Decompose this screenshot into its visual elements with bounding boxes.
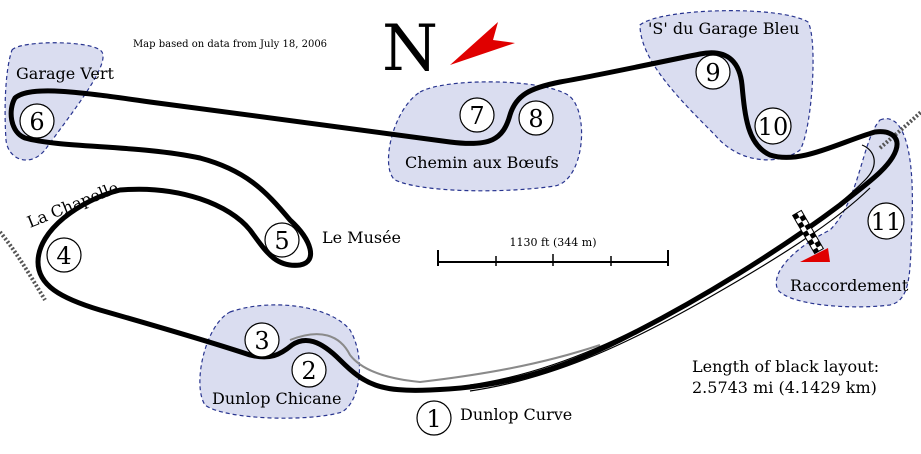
pit-lane-inner xyxy=(469,187,871,392)
corner-1: 1 xyxy=(416,400,452,436)
corner-5-number: 5 xyxy=(274,227,289,255)
outer-track-right xyxy=(878,110,921,150)
scale-label: 1130 ft (344 m) xyxy=(510,236,597,249)
label-chemin-aux-boeufs: Chemin aux Bœufs xyxy=(405,153,559,172)
label-raccordement: Raccordement xyxy=(790,276,909,295)
label-garage-vert: Garage Vert xyxy=(16,64,115,83)
label-s-garage-bleu: 'S' du Garage Bleu xyxy=(648,19,799,38)
corner-11-number: 11 xyxy=(871,208,902,236)
corner-8: 8 xyxy=(518,100,554,136)
length-line-2: 2.5743 mi (4.1429 km) xyxy=(692,378,877,397)
corner-7-number: 7 xyxy=(469,102,484,130)
label-la-chapelle: La Chapelle xyxy=(24,178,121,232)
corner-7: 7 xyxy=(459,97,495,133)
label-dunlop-curve: Dunlop Curve xyxy=(460,405,572,424)
corner-11: 11 xyxy=(867,202,905,240)
label-dunlop-chicane: Dunlop Chicane xyxy=(212,389,341,408)
corner-1-number: 1 xyxy=(426,405,441,433)
label-le-musee: Le Musée xyxy=(322,228,401,247)
corner-2: 2 xyxy=(291,352,327,388)
corner-4: 4 xyxy=(46,237,82,273)
north-arrow xyxy=(450,22,515,65)
scale-bar: 1130 ft (344 m) xyxy=(437,236,669,266)
direction-arrow xyxy=(800,248,830,262)
dunlop-alt-line xyxy=(289,333,601,384)
corner-10: 10 xyxy=(754,107,792,145)
corner-10-number: 10 xyxy=(758,113,789,141)
corner-4-number: 4 xyxy=(56,242,71,270)
corner-9: 9 xyxy=(695,54,731,90)
north-letter: N xyxy=(382,12,438,86)
corner-6-number: 6 xyxy=(29,108,44,136)
map-credit: Map based on data from July 18, 2006 xyxy=(133,39,327,50)
corner-3-number: 3 xyxy=(254,327,269,355)
corner-9-number: 9 xyxy=(705,59,720,87)
length-line-1: Length of black layout: xyxy=(692,357,879,376)
track-layout xyxy=(8,50,900,393)
start-finish-line xyxy=(791,209,825,255)
corner-2-number: 2 xyxy=(301,357,316,385)
outer-track-left xyxy=(0,230,47,302)
corner-5: 5 xyxy=(264,222,300,258)
corner-8-number: 8 xyxy=(528,105,543,133)
corner-3: 3 xyxy=(244,322,280,358)
corner-6: 6 xyxy=(19,103,55,139)
